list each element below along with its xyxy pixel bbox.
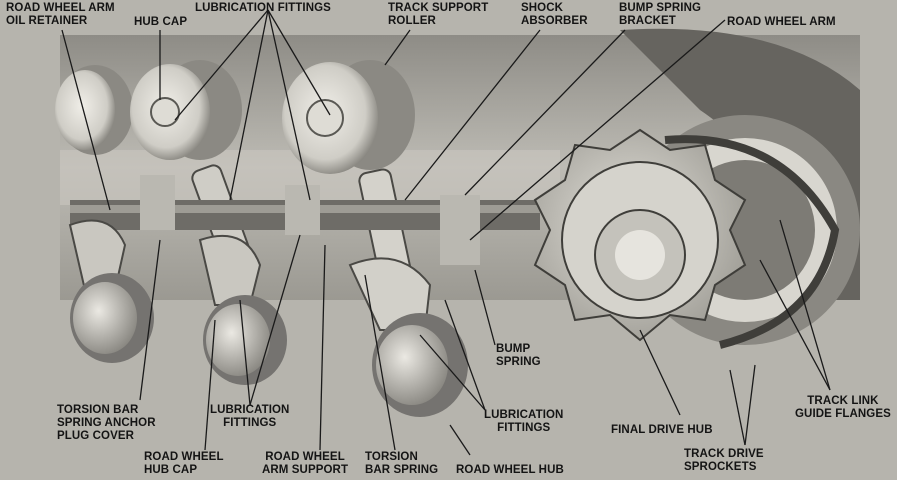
track-support-roller-right [282, 60, 415, 174]
label-lubrication-fittings-top: LUBRICATION FITTINGS [195, 2, 331, 14]
track-support-roller-left [55, 65, 133, 155]
label-track-drive-sprockets: TRACK DRIVE SPROCKETS [684, 448, 764, 473]
arm-support-beam [70, 175, 540, 265]
leader-lines [61, 9, 831, 456]
label-bump-spring-bracket: BUMP SPRING BRACKET [619, 2, 702, 27]
track-support-roller-middle [130, 60, 242, 160]
label-hub-cap: HUB CAP [134, 16, 188, 28]
label-road-wheel-arm-support: ROAD WHEEL ARM SUPPORT [262, 451, 349, 476]
final-drive-sprocket [533, 128, 747, 342]
label-lubrication-fittings-right: LUBRICATION FITTINGS [484, 409, 564, 434]
label-road-wheel-arm-oil-retainer: ROAD WHEEL ARM OIL RETAINER [6, 2, 115, 27]
label-track-link-guide-flanges: TRACK LINK GUIDE FLANGES [795, 395, 891, 420]
label-track-support-roller: TRACK SUPPORT ROLLER [388, 2, 489, 27]
label-bump-spring: BUMP SPRING [496, 343, 541, 368]
label-lubrication-fittings-left: LUBRICATION FITTINGS [210, 404, 290, 429]
road-wheel-arms [68, 219, 432, 331]
label-shock-absorber: SHOCK ABSORBER [521, 2, 588, 27]
label-torsion-bar-spring-anchor-plug-cover: TORSION BAR SPRING ANCHOR PLUG COVER [57, 404, 156, 442]
label-road-wheel-hub-cap: ROAD WHEEL HUB CAP [144, 451, 224, 476]
label-torsion-bar-spring: TORSION BAR SPRING [365, 451, 439, 476]
label-final-drive-hub: FINAL DRIVE HUB [611, 424, 713, 436]
road-wheel-hubs [70, 273, 468, 417]
label-road-wheel-hub: ROAD WHEEL HUB [456, 464, 564, 476]
label-road-wheel-arm: ROAD WHEEL ARM [727, 16, 836, 28]
